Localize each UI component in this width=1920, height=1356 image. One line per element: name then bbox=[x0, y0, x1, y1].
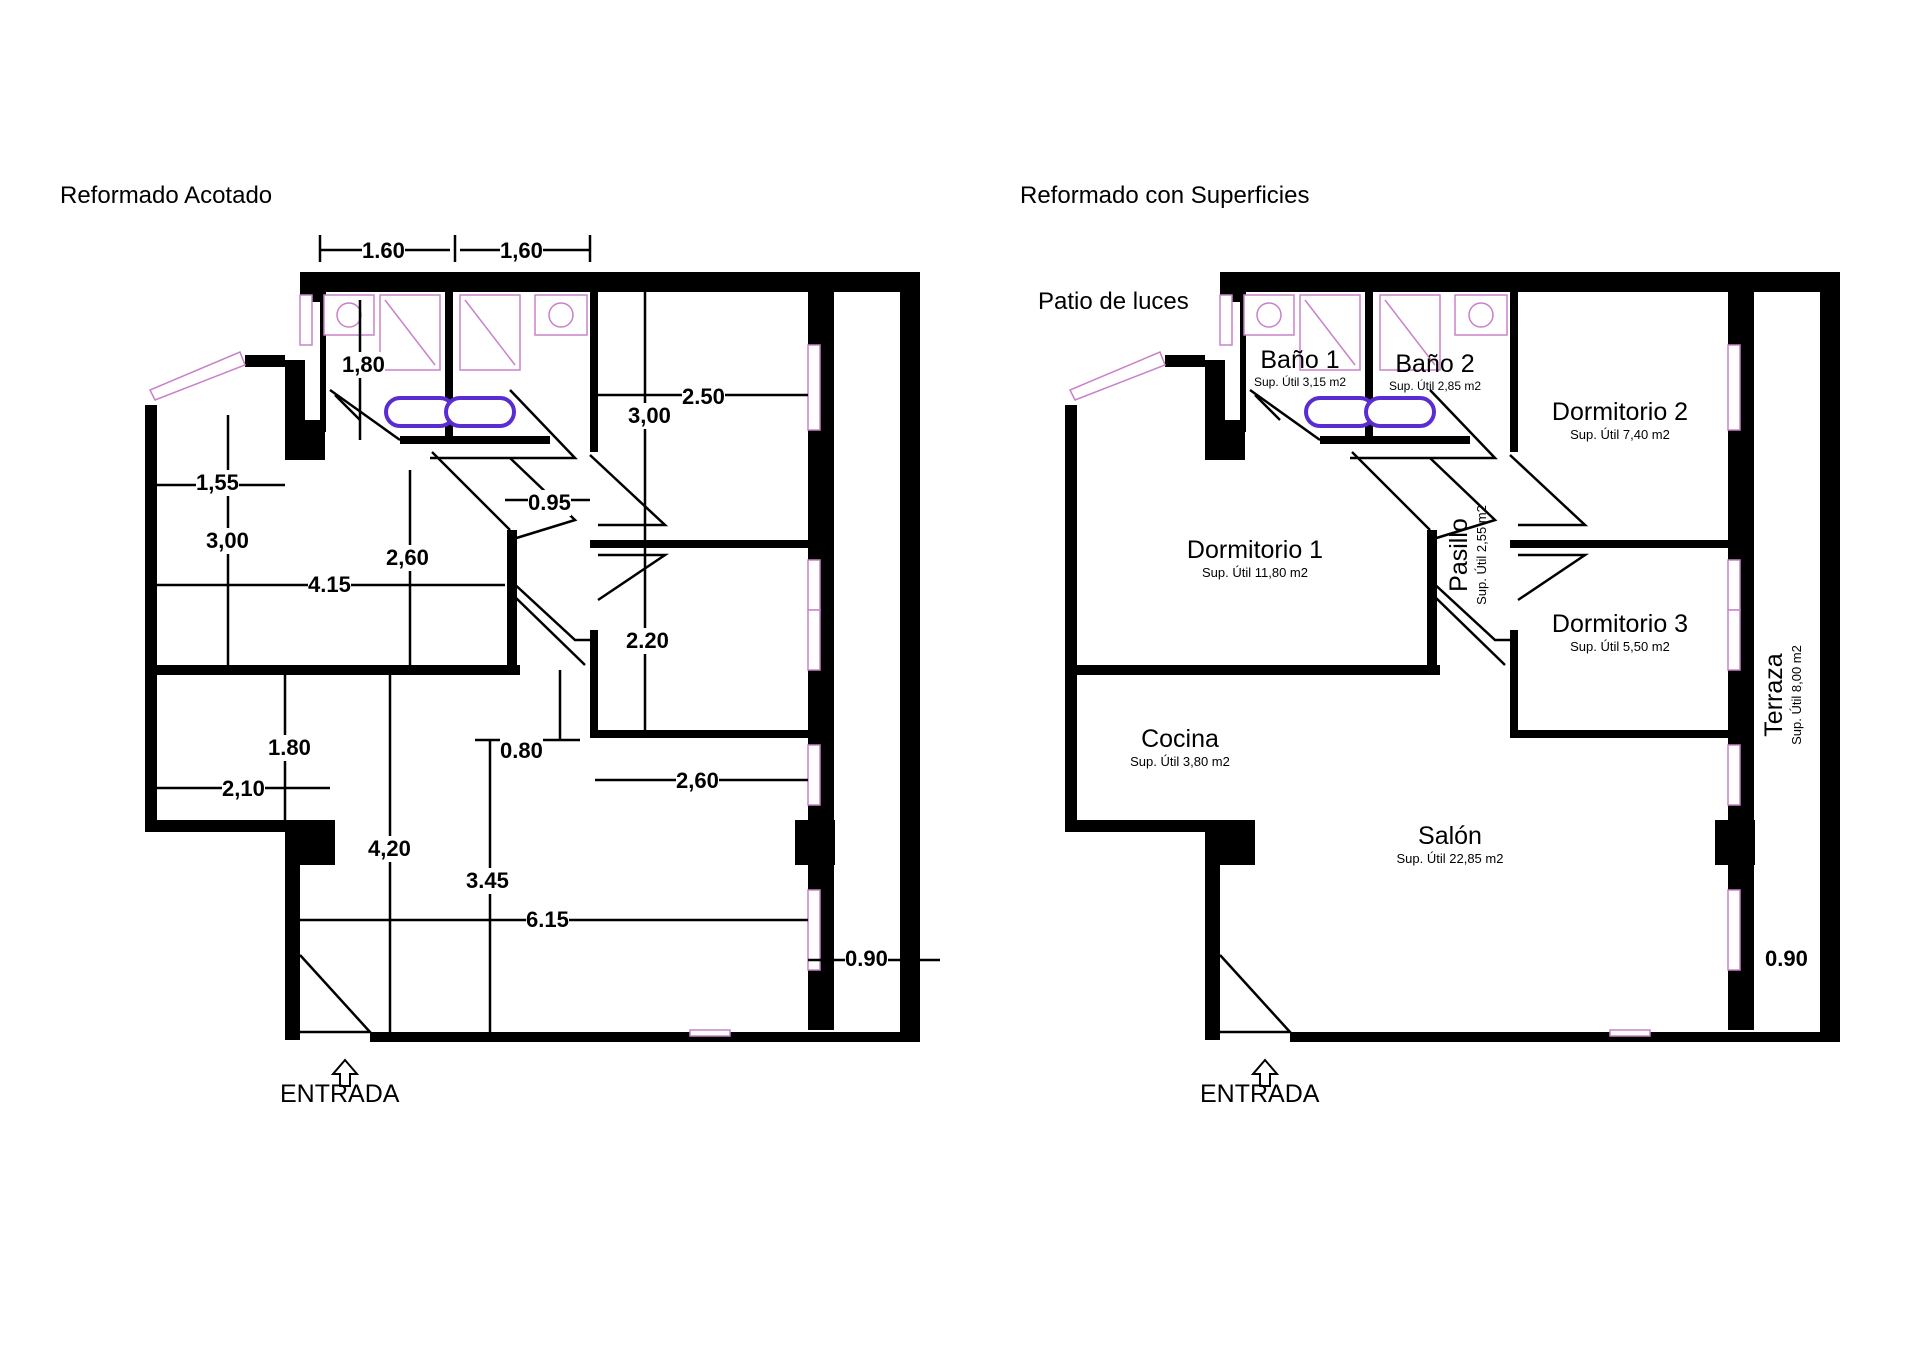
dim-door-095: 0.95 bbox=[528, 490, 571, 516]
room-salon: Salón Sup. Útil 22,85 m2 bbox=[1396, 822, 1504, 866]
room-terraza: Terraza Sup. Útil 8,00 m2 bbox=[1760, 645, 1804, 745]
dim-door-080: 0.80 bbox=[500, 738, 543, 764]
room-bano2: Baño 2 Sup. Útil 2,85 m2 bbox=[1388, 350, 1482, 393]
dim-bath-h: 1,80 bbox=[342, 352, 385, 378]
left-plan-title: Reformado Acotado bbox=[60, 182, 273, 209]
dim-d2-w: 2.50 bbox=[682, 384, 725, 410]
dim-terr-w-right: 0.90 bbox=[1765, 946, 1808, 972]
dim-terr-w-left: 0.90 bbox=[845, 946, 888, 972]
room-bano1: Baño 1 Sup. Útil 3,15 m2 bbox=[1253, 346, 1347, 389]
room-pasillo: Pasillo Sup. Útil 2,55 m2 bbox=[1445, 505, 1489, 605]
dim-s-w2: 6.15 bbox=[526, 907, 569, 933]
dim-k-h: 1.80 bbox=[268, 735, 311, 761]
dim-d2-h: 3,00 bbox=[628, 403, 671, 429]
dim-s-h1: 4,20 bbox=[368, 836, 411, 862]
dim-k-w: 2,10 bbox=[222, 776, 265, 802]
dim-top-b: 1,60 bbox=[500, 238, 543, 264]
room-cocina: Cocina Sup. Útil 3,80 m2 bbox=[1130, 725, 1230, 769]
dim-hall-h: 2,60 bbox=[386, 545, 429, 571]
dim-d1-w2: 4.15 bbox=[308, 572, 351, 598]
room-dorm2: Dormitorio 2 Sup. Útil 7,40 m2 bbox=[1551, 398, 1689, 442]
right-plan bbox=[1063, 270, 1842, 1088]
patio-label: Patio de luces bbox=[1038, 288, 1189, 315]
dim-d3-h: 2.20 bbox=[626, 628, 669, 654]
entrance-label-right: ENTRADA bbox=[1200, 1080, 1320, 1108]
dim-d1-h: 3,00 bbox=[206, 528, 249, 554]
room-dorm3: Dormitorio 3 Sup. Útil 5,50 m2 bbox=[1551, 610, 1689, 654]
dim-s-h2: 3.45 bbox=[466, 868, 509, 894]
left-plan bbox=[143, 235, 940, 1088]
dim-s-w1: 2,60 bbox=[676, 768, 719, 794]
dim-top-a: 1.60 bbox=[362, 238, 405, 264]
dim-d1-w: 1,55 bbox=[196, 470, 239, 496]
room-dorm1: Dormitorio 1 Sup. Útil 11,80 m2 bbox=[1186, 536, 1324, 580]
right-plan-title: Reformado con Superficies bbox=[1020, 182, 1310, 209]
entrance-label-left: ENTRADA bbox=[280, 1080, 400, 1108]
